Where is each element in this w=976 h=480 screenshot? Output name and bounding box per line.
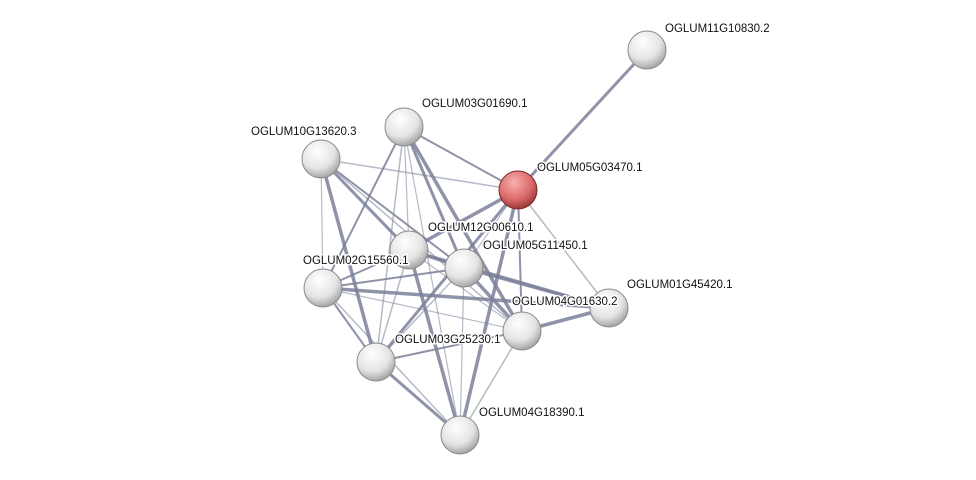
edge-G-I[interactable] (322, 287, 523, 332)
protein-node[interactable] (444, 248, 484, 288)
edge-C-J[interactable] (319, 158, 378, 363)
edge-B-G[interactable] (322, 126, 405, 289)
protein-node[interactable] (589, 288, 629, 328)
edge-D-I[interactable] (517, 189, 523, 332)
edge-B-I[interactable] (402, 126, 524, 332)
edge-D-C[interactable] (320, 158, 519, 191)
edge-G-H[interactable] (322, 286, 610, 310)
node-label: OGLUM05G03470.1 (537, 162, 642, 174)
node-label: OGLUM02G15560.1 (303, 255, 408, 267)
edge-F-G[interactable] (322, 267, 465, 289)
edge-B-J[interactable] (375, 126, 405, 363)
protein-node[interactable] (356, 342, 396, 382)
edge-J-I[interactable] (375, 330, 523, 363)
edge-I-K[interactable] (459, 330, 523, 436)
edge-B-F[interactable] (402, 126, 466, 269)
edge-F-J[interactable] (375, 267, 465, 363)
protein-node[interactable] (502, 311, 542, 351)
protein-node[interactable] (440, 415, 480, 455)
protein-node[interactable] (389, 230, 429, 270)
edge-E-I[interactable] (408, 249, 523, 332)
edge-D-B[interactable] (403, 126, 519, 191)
node-label: OGLUM03G25230.1 (395, 334, 500, 346)
edge-B-E[interactable] (403, 126, 410, 251)
node-label: OGLUM04G01630.2 (512, 296, 617, 308)
node-label: OGLUM10G13620.3 (251, 126, 356, 138)
edge-F-H[interactable] (463, 266, 610, 310)
protein-node[interactable] (303, 268, 343, 308)
node-label: OGLUM12G00610.1 (428, 222, 533, 234)
labels-layer: OGLUM11G10830.2OGLUM03G01690.1OGLUM10G13… (250, 22, 772, 421)
node-label: OGLUM11G10830.2 (665, 23, 770, 35)
edge-B-K[interactable] (403, 126, 461, 436)
edge-D-H[interactable] (517, 189, 610, 309)
node-label: OGLUM05G11450.1 (483, 240, 588, 252)
protein-node[interactable] (384, 107, 424, 147)
node-label: OGLUM04G18390.1 (479, 407, 584, 419)
node-label: OGLUM01G45420.1 (627, 279, 732, 291)
protein-node[interactable] (627, 30, 667, 70)
edge-F-K[interactable] (459, 267, 465, 436)
edge-D-K[interactable] (458, 189, 520, 436)
edge-C-G[interactable] (320, 158, 324, 289)
edge-E-K[interactable] (407, 249, 462, 436)
nodes-layer (301, 30, 667, 455)
node-label: OGLUM03G01690.1 (422, 98, 527, 110)
protein-node[interactable] (301, 139, 341, 179)
edge-C-F[interactable] (320, 158, 465, 269)
edge-A-D[interactable] (516, 48, 649, 192)
query-protein-node[interactable] (498, 170, 538, 210)
